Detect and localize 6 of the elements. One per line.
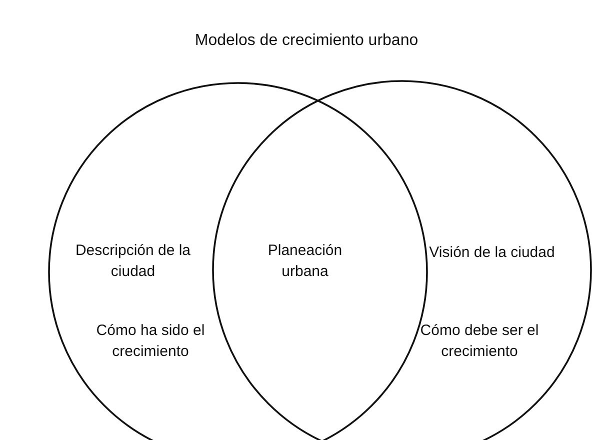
circle-text: Cómo ha sido el crecimiento bbox=[95, 321, 206, 362]
overlap-label: Planeación urbana bbox=[266, 241, 344, 282]
circle-heading: Visión de la ciudad bbox=[428, 243, 556, 263]
diagram-title: Modelos de crecimiento urbano bbox=[194, 32, 420, 50]
circle-text: Cómo debe ser el crecimiento bbox=[419, 321, 540, 362]
circle-heading: Descripción de la ciudad bbox=[74, 241, 192, 282]
